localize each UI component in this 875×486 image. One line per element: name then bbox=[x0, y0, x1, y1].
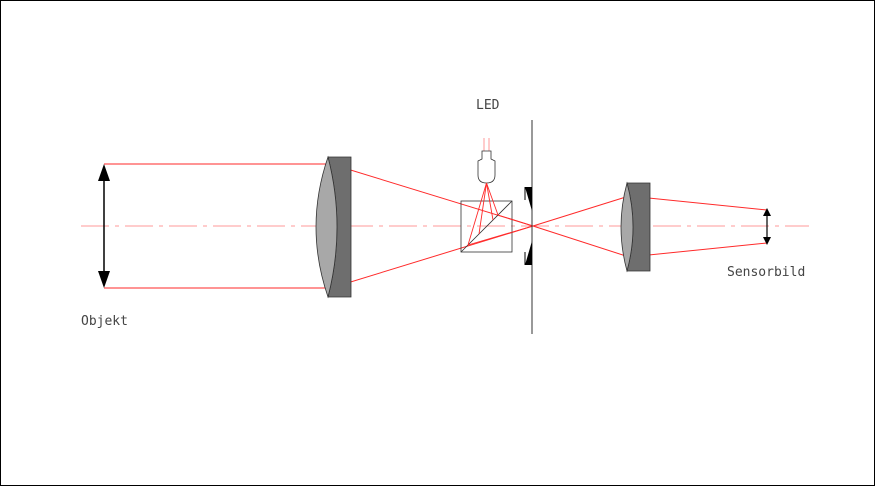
image-rays bbox=[532, 195, 768, 258]
aperture-stop bbox=[524, 120, 533, 334]
led-label: LED bbox=[476, 98, 500, 113]
sensor-image-arrow bbox=[763, 208, 771, 245]
relay-lens bbox=[620, 181, 651, 273]
sensor-image-label: Sensorbild bbox=[727, 265, 806, 280]
object-label: Objekt bbox=[81, 314, 128, 329]
led-emitter bbox=[477, 138, 496, 184]
object-arrow bbox=[98, 164, 110, 288]
beam-splitter bbox=[460, 182, 534, 253]
objective-lens bbox=[315, 155, 352, 299]
